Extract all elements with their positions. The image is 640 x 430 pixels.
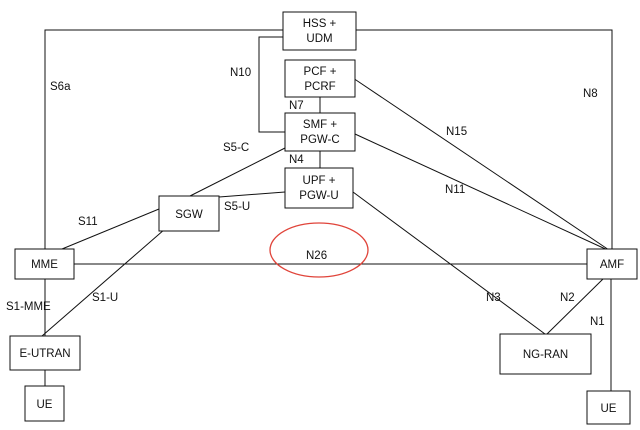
node-mme: MME [14,248,75,280]
node-ue-left: UE [24,385,65,422]
label-s6a: S6a [50,81,71,93]
node-hss-udm: HSS + UDM [282,11,357,51]
sgw-label: SGW [175,209,203,221]
ngran-label: NG-RAN [523,349,568,361]
link-n3 [352,191,546,335]
node-amf: AMF [586,248,638,280]
interface-labels: S6a N8 N10 N7 N15 S5-C N4 N11 S5-U S11 N… [6,67,605,328]
upf-pgwu-line1: UPF + [303,175,336,187]
hss-udm-line1: HSS + [303,18,337,30]
label-s1u: S1-U [92,292,118,304]
upf-pgwu-line2: PGW-U [299,190,338,202]
link-s5c [189,147,286,197]
node-upf-pgwu: UPF + PGW-U [284,167,354,209]
smf-pgwc-line1: SMF + [303,119,337,131]
label-n4: N4 [289,154,304,166]
node-smf-pgwc: SMF + PGW-C [284,112,356,152]
node-ue-right: UE [586,390,631,425]
link-n2 [546,278,604,335]
label-n15: N15 [446,126,467,138]
link-s6a [44,29,283,249]
pcf-pcrf-line2: PCRF [304,81,335,93]
link-n10 [258,36,285,133]
link-n11 [354,133,613,253]
label-n2: N2 [560,292,575,304]
node-pcf-pcrf: PCF + PCRF [284,59,356,98]
label-s5u: S5-U [224,201,250,213]
smf-pgwc-line2: PGW-C [300,134,339,146]
pcf-pcrf-line1: PCF + [304,66,337,78]
label-s1mme: S1-MME [6,301,51,313]
mme-label: MME [31,259,58,271]
label-n10: N10 [230,67,251,79]
link-n8 [356,29,613,249]
label-n1: N1 [590,316,605,328]
label-n11: N11 [445,184,465,196]
hss-udm-line2: UDM [306,33,332,45]
link-s5u [218,191,286,198]
amf-label: AMF [600,259,624,271]
node-eutran: E-UTRAN [9,335,81,371]
ue-left-label: UE [37,399,53,411]
label-n7: N7 [289,100,304,112]
label-n26: N26 [306,250,327,262]
link-s11 [61,208,160,250]
link-s1u [41,228,166,337]
connection-lines [41,29,613,391]
label-s11: S11 [78,216,98,228]
eutran-label: E-UTRAN [19,348,70,360]
label-n3: N3 [486,292,501,304]
label-n8: N8 [583,88,598,100]
ue-right-label: UE [601,403,617,415]
node-sgw: SGW [158,195,220,232]
label-s5c: S5-C [223,142,249,154]
link-n15 [352,77,613,253]
node-ngran: NG-RAN [499,333,592,375]
n26-highlight-ellipse [269,222,369,278]
